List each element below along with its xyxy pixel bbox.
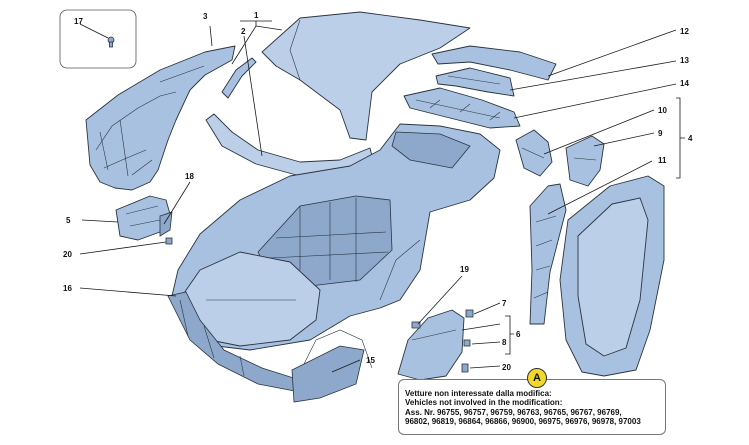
callout-3: 3 bbox=[203, 12, 208, 21]
rear-spoiler-12[interactable] bbox=[431, 45, 557, 81]
callout-17: 17 bbox=[74, 17, 83, 26]
callout-19: 19 bbox=[460, 265, 469, 274]
callout-5: 5 bbox=[66, 216, 71, 225]
note-line-1: Vetture non interessate dalla modifica: bbox=[405, 389, 552, 398]
callout-10: 10 bbox=[658, 106, 667, 115]
spoiler-inner-13[interactable] bbox=[435, 67, 515, 97]
callout-4: 4 bbox=[688, 134, 693, 143]
fastener-inset-box bbox=[59, 9, 137, 69]
screw-17[interactable] bbox=[107, 36, 115, 48]
callout-20-left: 20 bbox=[63, 250, 72, 259]
callout-14: 14 bbox=[680, 79, 689, 88]
note-badge-a: A bbox=[527, 368, 547, 388]
side-frame-3[interactable] bbox=[85, 45, 236, 191]
callout-8: 8 bbox=[502, 338, 507, 347]
front-lower-frame-15[interactable] bbox=[291, 345, 365, 403]
note-line-4: 96802, 96819, 96864, 96866, 96900, 96975… bbox=[405, 417, 641, 427]
bracket-10[interactable] bbox=[515, 129, 553, 177]
clip-20-left[interactable] bbox=[165, 237, 173, 245]
clip-20-right[interactable] bbox=[461, 363, 469, 373]
callout-1: 1 bbox=[254, 11, 259, 20]
callout-15: 15 bbox=[366, 356, 375, 365]
modification-note-box: Vetture non interessate dalla modifica: … bbox=[398, 379, 666, 435]
roof-panel[interactable] bbox=[261, 11, 471, 141]
callout-7: 7 bbox=[502, 299, 507, 308]
callout-18: 18 bbox=[185, 172, 194, 181]
clip-8[interactable] bbox=[463, 339, 471, 347]
rear-crossmember-14[interactable] bbox=[403, 87, 521, 129]
callout-12: 12 bbox=[680, 27, 689, 36]
clip-19[interactable] bbox=[411, 321, 421, 329]
callout-6: 6 bbox=[516, 330, 521, 339]
callout-9: 9 bbox=[658, 129, 663, 138]
bracket-9[interactable] bbox=[565, 135, 605, 187]
note-line-2: Vehicles not involved in the modificatio… bbox=[405, 398, 563, 408]
rear-pillar-11[interactable] bbox=[529, 183, 567, 325]
front-fender-19[interactable] bbox=[397, 309, 465, 381]
callout-2: 2 bbox=[241, 27, 246, 36]
bracket-18[interactable] bbox=[159, 211, 173, 237]
windshield-rail-2[interactable] bbox=[221, 57, 257, 99]
callout-11: 11 bbox=[658, 156, 667, 165]
callout-20-right: 20 bbox=[502, 363, 511, 372]
note-line-3: Ass. Nr. 96755, 96757, 96759, 96763, 967… bbox=[405, 407, 622, 417]
callout-13: 13 bbox=[680, 56, 689, 65]
callout-16: 16 bbox=[63, 284, 72, 293]
clip-7[interactable] bbox=[465, 309, 474, 318]
windshield-frame-1[interactable] bbox=[205, 113, 373, 177]
